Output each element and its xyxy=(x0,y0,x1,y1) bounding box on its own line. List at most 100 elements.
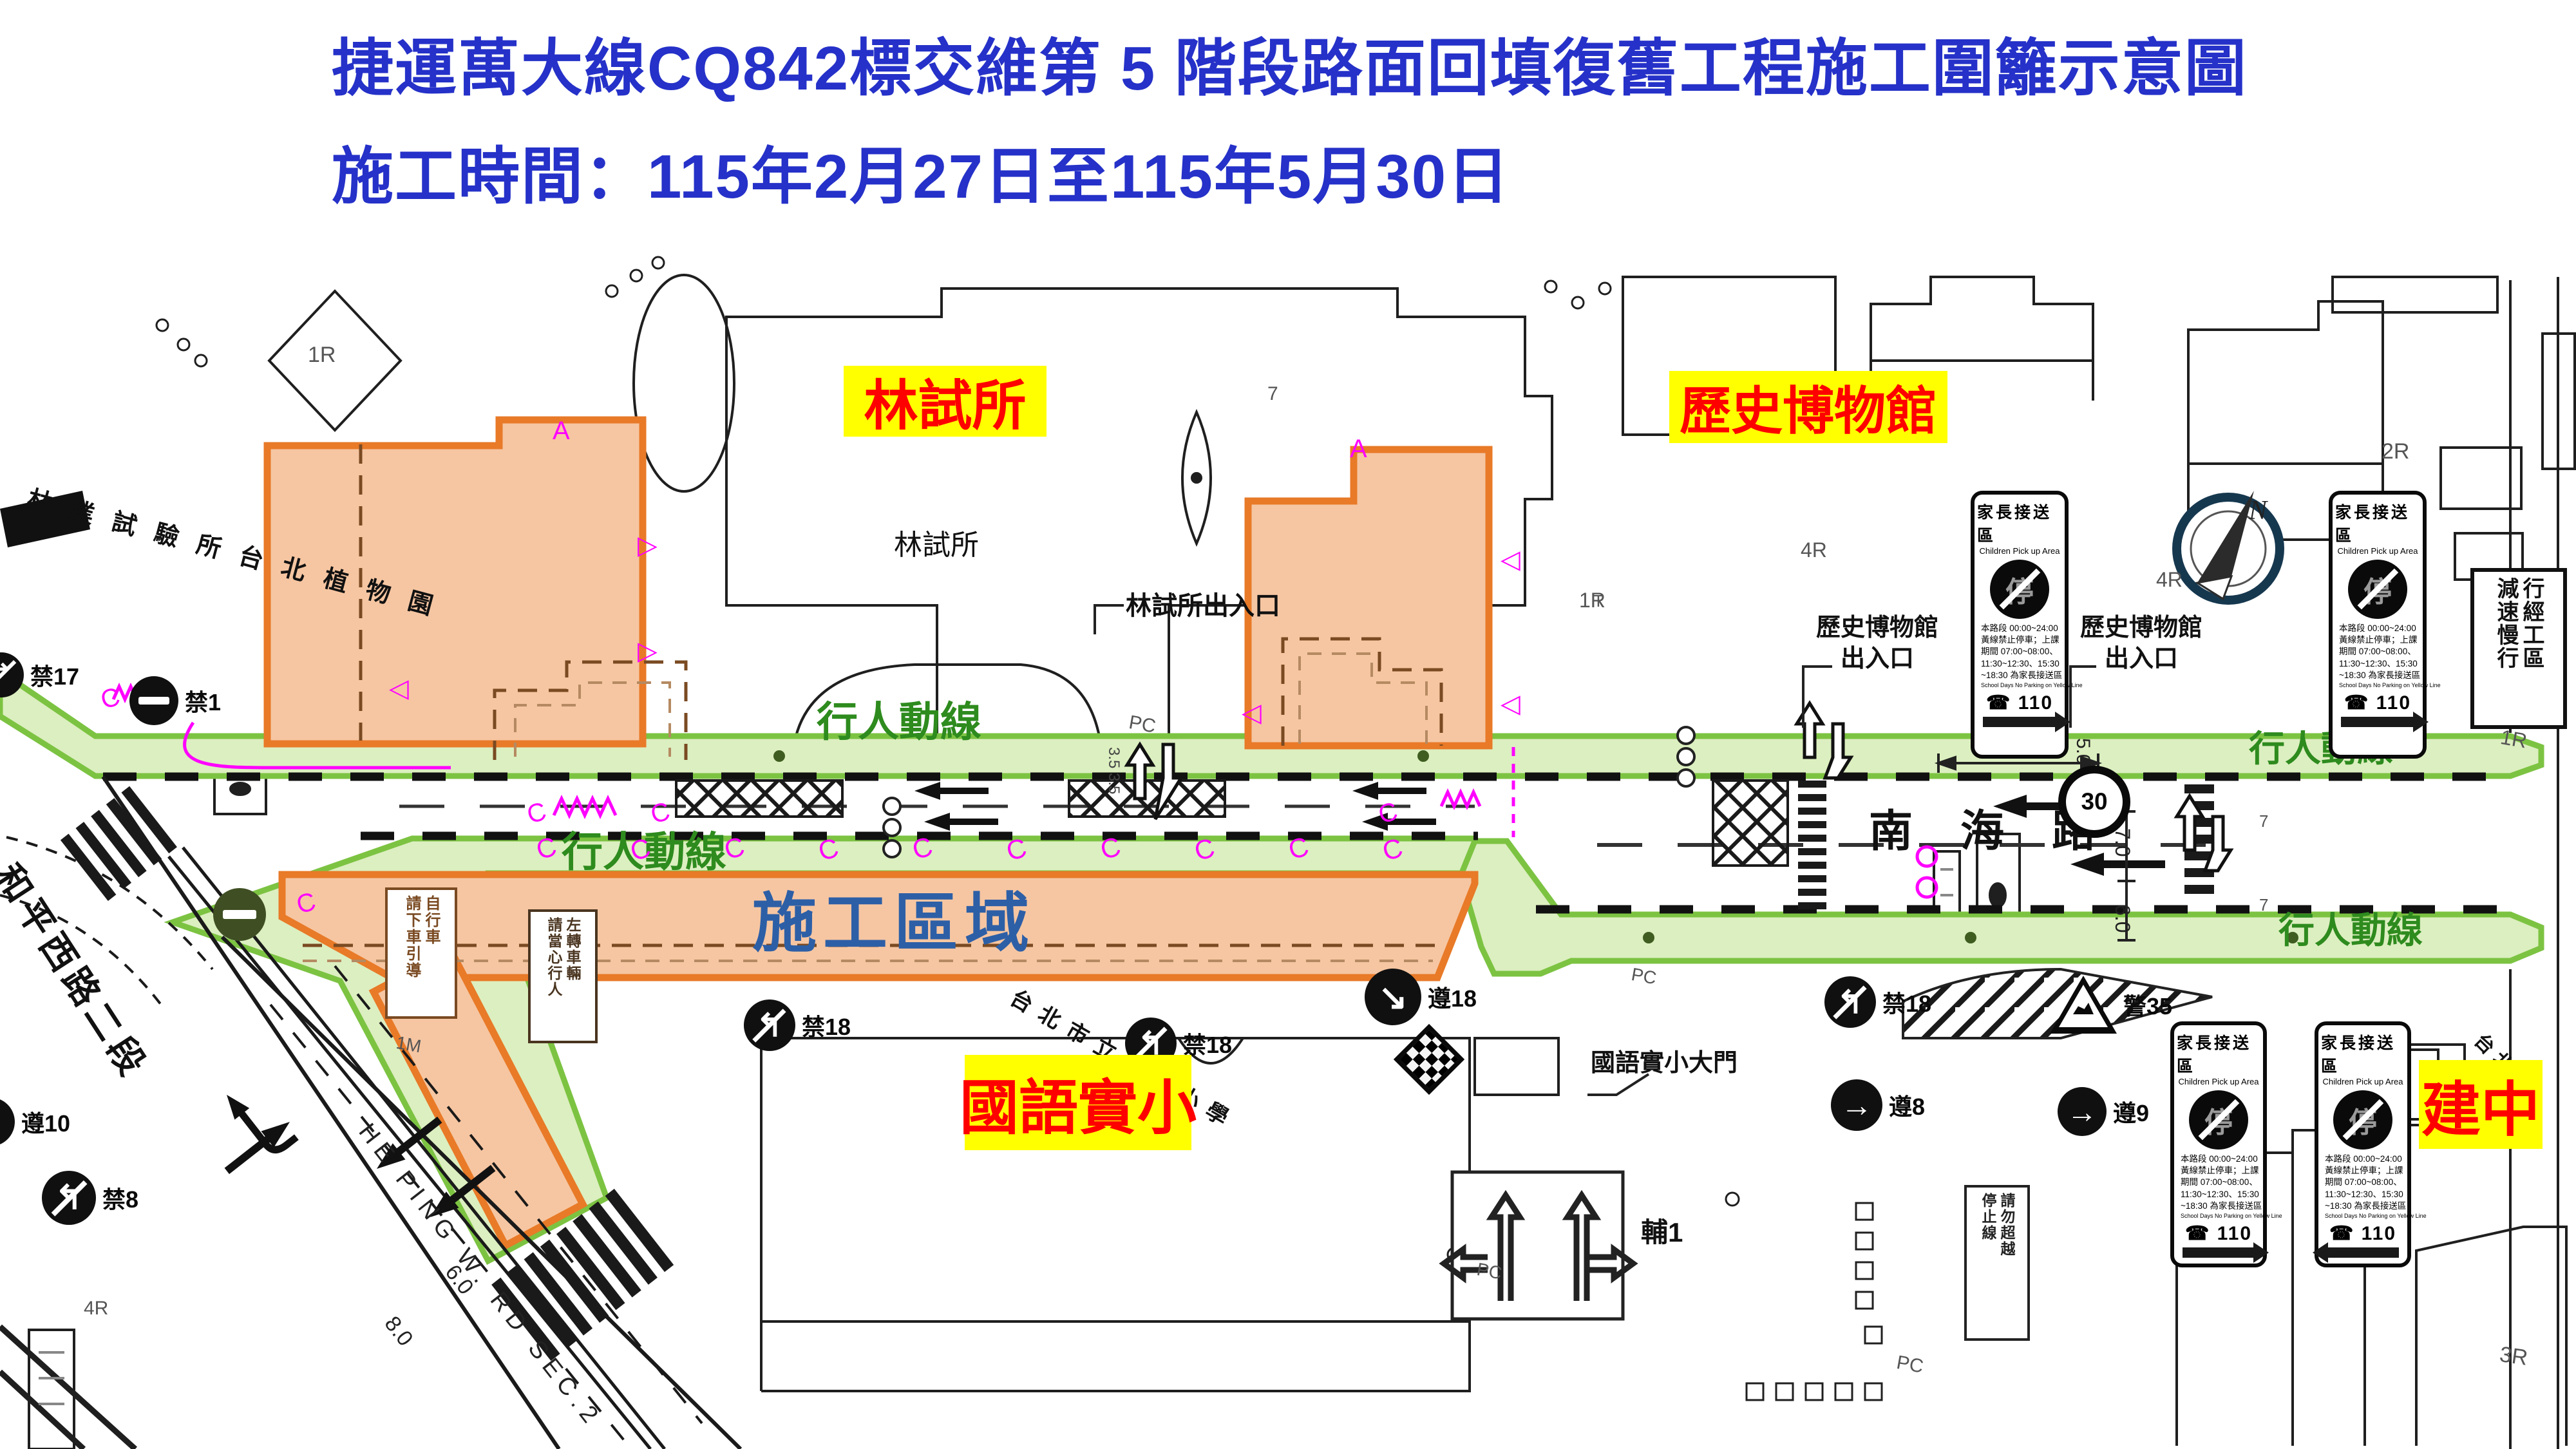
lane-width-label: 3.5 3.5 xyxy=(1105,747,1122,795)
bike-dismount-sign: 請下車引導自行車 xyxy=(385,887,457,1019)
ar-r-sign-icon: → xyxy=(1830,1079,1882,1131)
pickup-sign-phone: ☎ 110 xyxy=(2184,1223,2253,1245)
museum-entrance-2: 歷史博物館 出入口 xyxy=(2079,614,2202,672)
no-stopping-icon: 停 xyxy=(2348,560,2407,619)
nl-sign-icon: ↰ xyxy=(41,1171,96,1225)
road-sign-label: 遵8 xyxy=(1888,1094,1926,1120)
guoyu-gate-label: 國語實小大門 xyxy=(1591,1050,1738,1077)
landmark-label-linshisuo: 林試所 xyxy=(844,366,1046,437)
road-sign-遵9: →遵9 xyxy=(2057,1087,2149,1136)
slow-sign: 減速慢行行經工區 xyxy=(2470,568,2567,729)
pickup-sign-rules-en: School Days No Parking on Yellow Line xyxy=(2339,682,2441,689)
svg-text:N: N xyxy=(2248,496,2268,526)
pickup-sign-rules: 本路段 00:00~24:00 黃線禁止停車；上課 期間 07:00~08:00… xyxy=(2325,1154,2407,1211)
r-label-1r-b: 1R xyxy=(1579,589,1605,612)
road-sign-禁18: ↰禁18 xyxy=(743,999,851,1051)
nanhai-road-label: 南海路 xyxy=(1869,807,2144,856)
marker-tri: ▷ xyxy=(638,637,658,665)
pedestrian-flow-label-4: 行人動線 xyxy=(2278,910,2423,951)
landmark-label-guoyu-elementary: 國語實小 xyxy=(960,1055,1197,1150)
direction-arrow-icon xyxy=(2313,1242,2399,1264)
m-label-1m: 1M xyxy=(394,1032,423,1057)
pickup-sign-rules-en: School Days No Parking on Yellow Line xyxy=(2181,1213,2282,1220)
pickup-sign-rules: 本路段 00:00~24:00 黃線禁止停車；上課 期間 07:00~08:00… xyxy=(2181,1154,2262,1211)
pc-label-d: PC xyxy=(1475,1259,1504,1283)
pickup-sign-phone: ☎ 110 xyxy=(1985,692,2054,714)
r-label-3r: 3R xyxy=(2497,1342,2530,1370)
r-label-4r-a: 4R xyxy=(1801,538,1827,562)
t-label-7a: 7 xyxy=(1267,383,1278,404)
construction-period: 施工時間：115年2月27日至115年5月30日 xyxy=(332,142,1511,211)
marker-a: A xyxy=(1350,435,1367,463)
dim-5: 5.0 xyxy=(2072,738,2094,765)
landmark-label-jianzhong: 建中 xyxy=(2419,1060,2543,1149)
pickup-sign-rules: 本路段 00:00~24:00 黃線禁止停車；上課 期間 07:00~08:00… xyxy=(1981,623,2063,680)
road-sign-禁17: ↱禁17 xyxy=(0,652,79,697)
t-label-7c: 7 xyxy=(2259,895,2269,914)
vertical-sign-column: 行經工區 xyxy=(2519,577,2544,670)
road-sign-警35: 警35 xyxy=(2049,976,2172,1034)
road-sign-label: 禁1 xyxy=(184,689,222,715)
pickup-sign-title: 家長接送區 xyxy=(2335,504,2410,545)
r-label-2r: 2R xyxy=(2382,439,2410,464)
pickup-sign-rules: 本路段 00:00~24:00 黃線禁止停車；上課 期間 07:00~08:00… xyxy=(2339,623,2421,680)
pickup-sign-title: 家長接送區 xyxy=(2321,1034,2396,1075)
road-markings xyxy=(103,700,2510,1039)
no-stopping-icon: 停 xyxy=(2333,1090,2392,1150)
vertical-sign-column: 停止線 xyxy=(1980,1193,1996,1241)
no-stopping-icon: 停 xyxy=(1990,560,2049,619)
s30-sign-icon: 30 xyxy=(2058,766,2130,838)
stop-line-sign: 停止線請勿超越 xyxy=(1964,1185,2030,1341)
tri-sign-icon xyxy=(2049,976,2117,1034)
marker-tri: ◁ xyxy=(1501,545,1520,574)
pedestrian-flow-label-3: 行人動線 xyxy=(562,829,726,875)
road-sign-label: 遵10 xyxy=(21,1110,71,1137)
vertical-sign-column: 左轉車輛 xyxy=(564,917,581,981)
road-sign-label: 禁17 xyxy=(30,663,80,690)
marker-tri: ◁ xyxy=(1242,699,1262,727)
construction-zone-label: 施工區域 xyxy=(752,887,1036,960)
road-sign-遵8: →遵8 xyxy=(1830,1079,1926,1131)
t-label-t: T xyxy=(1593,591,1604,611)
pickup-sign-title: 家長接送區 xyxy=(2177,1034,2252,1075)
marker-a: A xyxy=(553,417,570,445)
pc-label-b: PC xyxy=(1629,964,1658,989)
direction-arrow-icon xyxy=(2183,1242,2269,1264)
ne-sign-icon xyxy=(129,676,178,725)
nr-sign-icon: ↱ xyxy=(0,652,24,697)
ar-r-sign-icon: → xyxy=(2057,1087,2107,1136)
pedestrian-flow-label-1: 行人動線 xyxy=(817,699,981,745)
road-sign-遵10: ↰遵10 xyxy=(0,1097,70,1146)
road-sign-label: 禁18 xyxy=(1882,990,1932,1017)
r-label-1r-a: 1R xyxy=(308,343,336,367)
lane-direction-board xyxy=(1439,1170,1638,1321)
linshisuo-gate-label: 林試所出入口 xyxy=(1126,592,1280,620)
direction-arrow-icon xyxy=(1983,712,2070,733)
dim-6a: 6.0 xyxy=(2111,904,2134,933)
pickup-sign-rules-en: School Days No Parking on Yellow Line xyxy=(2325,1213,2427,1220)
vertical-sign-column: 請下車引導 xyxy=(403,895,421,979)
r-label-1r-c: 1R xyxy=(2499,725,2529,753)
pickup-sign-phone: ☎ 110 xyxy=(2329,1223,2397,1245)
children-pickup-sign: 家長接送區 Children Pick up Area 停 本路段 00:00~… xyxy=(2329,491,2441,759)
pickup-sign-rules-en: School Days No Parking on Yellow Line xyxy=(1981,682,2083,689)
excavation-outlines xyxy=(303,444,1443,947)
t-label-7b: 7 xyxy=(2259,811,2269,831)
road-sign-禁8: ↰禁8 xyxy=(41,1171,138,1225)
road-sign-禁18: ↰禁18 xyxy=(1824,976,1931,1028)
museum-entrance-1: 歷史博物館 出入口 xyxy=(1815,614,1938,672)
page-title: 捷運萬大線CQ842標交維第 5 階段路面回填復舊工程施工圍籬示意圖 xyxy=(332,34,2248,103)
tl-sign-icon: ↰ xyxy=(0,1097,15,1146)
road-sign-label: 禁18 xyxy=(801,1014,851,1040)
road-sign-ne-olive xyxy=(213,888,266,941)
linshisuo-building-label: 林試所 xyxy=(894,529,979,561)
marker-tri: ◁ xyxy=(389,674,409,703)
road-sign-遵18: ↘遵18 xyxy=(1364,969,1477,1025)
vertical-sign-column: 減速慢行 xyxy=(2494,577,2518,670)
nl-sign-icon: ↰ xyxy=(1824,976,1876,1028)
heping-road xyxy=(0,775,743,1449)
pickup-sign-subtitle: Children Pick up Area xyxy=(2178,1077,2259,1086)
r-label-4r-c: 4R xyxy=(84,1298,109,1319)
compass-icon: N xyxy=(2172,491,2284,605)
children-pickup-sign: 家長接送區 Children Pick up Area 停 本路段 00:00~… xyxy=(2313,1021,2427,1267)
